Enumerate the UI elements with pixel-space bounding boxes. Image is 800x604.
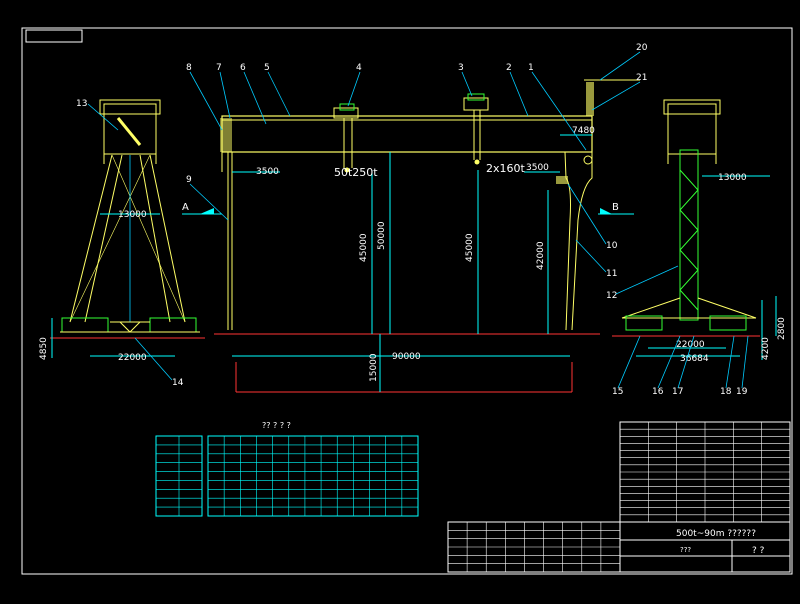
- title-block-marks: ? ?: [752, 546, 765, 556]
- callout-6: 6: [240, 63, 246, 73]
- drawing-border: [21, 27, 793, 575]
- callout-21: 21: [636, 73, 647, 83]
- callout-16: 16: [652, 387, 664, 397]
- dim-left-top-width: 13000: [118, 210, 147, 220]
- dim-h-right: 42000: [536, 241, 546, 270]
- right-side-view: [612, 99, 777, 360]
- callout-11: 11: [606, 269, 617, 279]
- dim-pit: 15000: [369, 353, 379, 382]
- parameter-table-title: ?? ? ? ?: [262, 421, 291, 430]
- title-block-sub: ???: [680, 546, 691, 554]
- callout-4: 4: [356, 63, 362, 73]
- dim-right-tip: 7480: [572, 126, 595, 136]
- callout-12: 12: [606, 291, 617, 301]
- revision-block: [447, 521, 621, 573]
- main-hook-label: 50t250t: [334, 166, 378, 179]
- callout-2: 2: [506, 63, 512, 73]
- dim-overhang-left: 3500: [256, 167, 279, 177]
- parameter-table-large: [207, 435, 419, 517]
- dim-left-base-height: 4850: [39, 337, 49, 360]
- parameter-table-small: [155, 435, 203, 517]
- left-side-view: [50, 99, 205, 358]
- callout-13: 13: [76, 99, 87, 109]
- callout-8: 8: [186, 63, 192, 73]
- dim-right-base-inner: 22000: [676, 340, 705, 350]
- callout-5: 5: [264, 63, 270, 73]
- view-a-marker: A: [182, 202, 189, 213]
- dim-h-left: 45000: [359, 233, 369, 262]
- callout-10: 10: [606, 241, 618, 251]
- dim-right-base-outer: 36684: [680, 354, 709, 364]
- callout-20: 20: [636, 43, 648, 53]
- callout-7: 7: [216, 63, 222, 73]
- callout-15: 15: [612, 387, 623, 397]
- dim-h-mid: 45000: [465, 233, 475, 262]
- dim-h-main: 50000: [377, 221, 387, 250]
- callout-14: 14: [172, 378, 184, 388]
- dim-right-top-width: 13000: [718, 173, 747, 183]
- dim-span: 90000: [392, 352, 421, 362]
- callout-19: 19: [736, 387, 748, 397]
- aux-hook-label: 2x160t: [486, 162, 526, 175]
- corner-stamp: [25, 29, 83, 43]
- dim-right-h2: 2800: [777, 317, 787, 340]
- view-b-marker: B: [612, 202, 619, 213]
- callout-9: 9: [186, 175, 192, 185]
- callout-1: 1: [528, 63, 534, 73]
- parts-list: [619, 421, 791, 523]
- title-block: [619, 521, 791, 573]
- callout-18: 18: [720, 387, 732, 397]
- dim-left-base-width: 22000: [118, 353, 147, 363]
- title-block-name: 500t~90m ??????: [676, 529, 756, 539]
- callout-3: 3: [458, 63, 464, 73]
- front-view: [182, 79, 640, 393]
- dim-right-h1: 4200: [761, 337, 771, 360]
- dim-overhang-right: 3500: [526, 163, 549, 173]
- callout-17: 17: [672, 387, 683, 397]
